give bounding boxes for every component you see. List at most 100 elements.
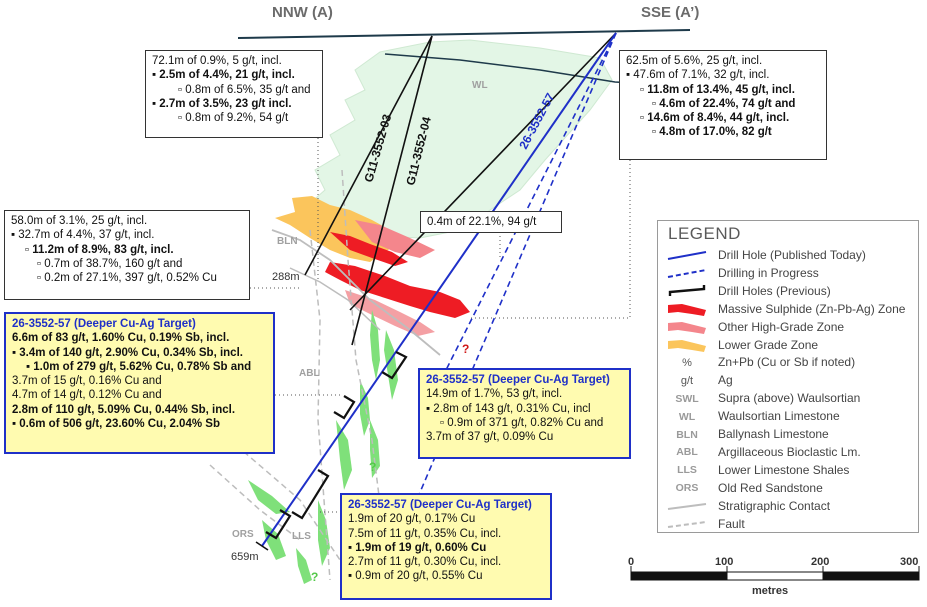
legend-item: SWL Supra (above) Waulsortian [664, 390, 914, 407]
intercept-line: ▫ 4.8m of 17.0%, 82 g/t [652, 126, 772, 139]
intercept-line: ▪ 32.7m of 4.4%, 37 g/t, incl. [11, 229, 155, 242]
intercept-line: 58.0m of 3.1%, 25 g/t, incl. [11, 215, 148, 227]
legend-item: g/t Ag [664, 372, 914, 389]
intercept-box-small: 0.4m of 22.1%, 94 g/t [420, 211, 562, 233]
legend-label: Fault [718, 516, 745, 531]
legend-label: Supra (above) Waulsortian [718, 391, 861, 406]
legend-item: Lower Grade Zone [664, 337, 914, 354]
intercept-line: 3.7m of 37 g/t, 0.09% Cu [426, 431, 554, 444]
legend-item: ORS Old Red Sandstone [664, 480, 914, 497]
legend-symbol: ABL [676, 446, 698, 459]
legend-item: Other High-Grade Zone [664, 319, 914, 336]
legend-label: Ballynash Limestone [718, 427, 829, 441]
question-mark-green: ? [369, 460, 377, 474]
intercept-line: 4.7m of 14 g/t, 0.12% Cu and [12, 389, 162, 402]
intercept-line: ▪ 1.9m of 19 g/t, 0.60% Cu [348, 541, 487, 554]
legend-label: Old Red Sandstone [718, 480, 823, 495]
legend-label: Drilling in Progress [718, 265, 819, 280]
legend: LEGEND Drill Hole (Published Today) Drill… [657, 220, 919, 533]
intercept-line: 2.8m of 110 g/t, 5.09% Cu, 0.44% Sb, inc… [12, 403, 236, 416]
leader-lines [250, 138, 631, 513]
target-box-title: 26-3552-57 (Deeper Cu-Ag Target) [348, 499, 532, 511]
intercept-line: 72.1m of 0.9%, 5 g/t, incl. [152, 55, 282, 67]
intercept-line: ▫ 0.8m of 6.5%, 35 g/t and [178, 83, 311, 96]
intercept-box-g11-previous: 62.5m of 5.6%, 25 g/t, incl. ▪ 47.6m of … [619, 50, 827, 160]
legend-item: BLN Ballynash Limestone [664, 426, 914, 443]
legend-item: Stratigraphic Contact [664, 498, 914, 515]
intercept-line: 2.7m of 11 g/t, 0.30% Cu, incl. [348, 556, 502, 569]
scale-tick-200: 200 [811, 556, 830, 568]
legend-item: Massive Sulphide (Zn-Pb-Ag) Zone [664, 301, 914, 318]
legend-swatch-icon [664, 319, 710, 336]
scale-tick-0: 0 [628, 556, 635, 568]
legend-item: Drill Holes (Previous) [664, 283, 914, 300]
surface-line [237, 29, 691, 39]
legend-label: Other High-Grade Zone [718, 319, 845, 334]
legend-label: Lower Limestone Shales [718, 462, 850, 477]
legend-symbol: g/t [680, 374, 694, 387]
high-grade-zone [355, 220, 435, 258]
previous-drill-holes [304, 32, 617, 346]
section-end-right: SSE (A’) [641, 4, 700, 21]
intercept-line: ▪ 0.6m of 506 g/t, 23.60% Cu, 2.04% Sb [12, 418, 220, 431]
legend-swatch-icon [664, 283, 710, 300]
legend-label: Zn+Pb (Cu or Sb if noted) [718, 355, 856, 370]
unit-label-ors: ORS [232, 529, 254, 540]
legend-swatch-icon [664, 301, 710, 318]
unit-label-abl: ABL [299, 368, 320, 379]
intercept-line: ▫ 4.6m of 22.4%, 74 g/t and [652, 97, 796, 110]
legend-title: LEGEND [668, 224, 741, 243]
target-box-title: 26-3552-57 (Deeper Cu-Ag Target) [12, 318, 196, 330]
scale-unit: metres [752, 585, 789, 597]
section-end-left: NNW (A) [272, 4, 333, 21]
legend-item: LLS Lower Limestone Shales [664, 462, 914, 479]
question-mark-green-lower: ? [311, 570, 319, 584]
legend-swatch-icon [664, 265, 710, 282]
unit-label-lls: LLS [292, 531, 311, 542]
legend-item: Drill Hole (Published Today) [664, 247, 914, 264]
question-mark-red: ? [462, 342, 470, 356]
legend-label: Drill Hole (Published Today) [718, 248, 866, 262]
legend-swatch-icon [664, 247, 710, 264]
intercept-line: ▪ 2.7m of 3.5%, 23 g/t incl. [152, 97, 292, 110]
legend-symbol: SWL [675, 392, 699, 405]
legend-symbol: BLN [676, 428, 698, 441]
legend-swatch-icon [664, 337, 710, 354]
target-box-mid: 26-3552-57 (Deeper Cu-Ag Target) 14.9m o… [418, 368, 631, 459]
intercept-line: ▪ 47.6m of 7.1%, 32 g/t, incl. [626, 69, 770, 82]
intercept-line: 14.9m of 1.7%, 53 g/t, incl. [426, 388, 563, 401]
intercept-line: ▫ 11.8m of 13.4%, 45 g/t, incl. [640, 83, 795, 96]
legend-label: Stratigraphic Contact [718, 498, 831, 513]
legend-symbol: % [682, 356, 692, 369]
intercept-line: ▫ 14.6m of 8.4%, 44 g/t, incl. [640, 112, 790, 125]
legend-symbol: ORS [675, 482, 699, 495]
legend-item: Fault [664, 516, 914, 533]
hole-end-tick [255, 541, 269, 551]
intercept-line: 62.5m of 5.6%, 25 g/t, incl. [626, 55, 763, 67]
intercept-line: ▫ 0.8m of 9.2%, 54 g/t [178, 112, 289, 125]
legend-symbol: LLS [677, 464, 697, 477]
legend-swatch-icon [664, 498, 710, 515]
intercept-line: ▫ 11.2m of 8.9%, 83 g/t, incl. [25, 243, 174, 256]
intercept-line: ▪ 3.4m of 140 g/t, 2.90% Cu, 0.34% Sb, i… [12, 346, 243, 359]
intercept-brackets [265, 351, 408, 540]
intercept-line: ▫ 0.7m of 38.7%, 160 g/t and [37, 257, 183, 270]
depth-659: 659m [231, 551, 259, 563]
scale-tick-100: 100 [715, 556, 734, 568]
legend-label: Ag [718, 373, 733, 388]
legend-swatch-icon [664, 516, 710, 533]
high-grade-zone-lower [345, 290, 435, 336]
intercept-line: ▫ 0.2m of 27.1%, 397 g/t, 0.52% Cu [37, 272, 217, 285]
intercept-line: ▫ 0.9m of 371 g/t, 0.82% Cu and [440, 416, 604, 429]
target-box-left: 26-3552-57 (Deeper Cu-Ag Target) 6.6m of… [4, 312, 275, 454]
intercept-box-g11-04: 58.0m of 3.1%, 25 g/t, incl. ▪ 32.7m of … [4, 210, 250, 300]
waulsortian-zone [299, 39, 613, 239]
target-box-title: 26-3552-57 (Deeper Cu-Ag Target) [426, 374, 610, 386]
intercept-line: 3.7m of 15 g/t, 0.16% Cu and [12, 375, 162, 388]
drill-holes-in-progress [385, 32, 617, 573]
target-box-bottom: 26-3552-57 (Deeper Cu-Ag Target) 1.9m of… [340, 493, 552, 600]
legend-label: Drill Holes (Previous) [718, 283, 831, 298]
